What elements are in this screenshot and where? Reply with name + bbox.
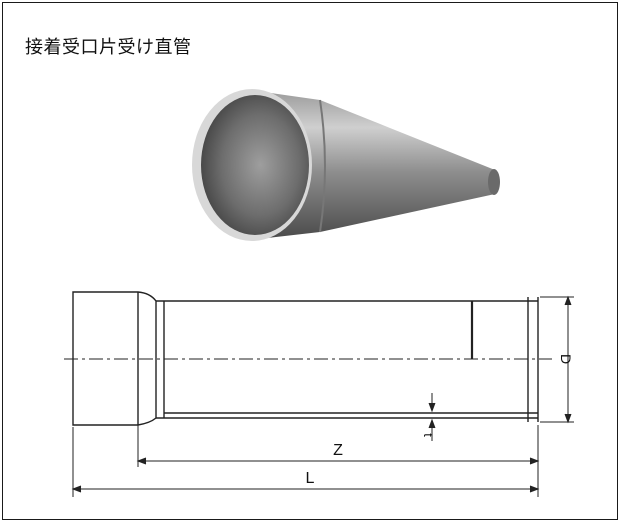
l-dimension [71, 427, 540, 497]
d-dimension [540, 295, 574, 424]
pipe-mouth-inner [201, 95, 309, 235]
z-dimension [136, 425, 540, 467]
pipe-technical-drawing: D t Z L [64, 291, 574, 497]
pipe-end-cap [488, 169, 500, 195]
l-label: L [306, 470, 315, 487]
z-label: Z [333, 442, 343, 459]
d-label: D [558, 354, 574, 364]
t-label: t [421, 433, 436, 437]
pipe-outline [72, 291, 539, 426]
t-dimension [428, 393, 436, 441]
pipe-body [250, 90, 499, 240]
figure-title: 接着受口片受け直管 [25, 37, 192, 58]
pipe-socket-shoulder [319, 99, 326, 233]
figure-frame: 接着受口片受け直管 [2, 2, 618, 520]
pipe-photo [192, 89, 500, 241]
